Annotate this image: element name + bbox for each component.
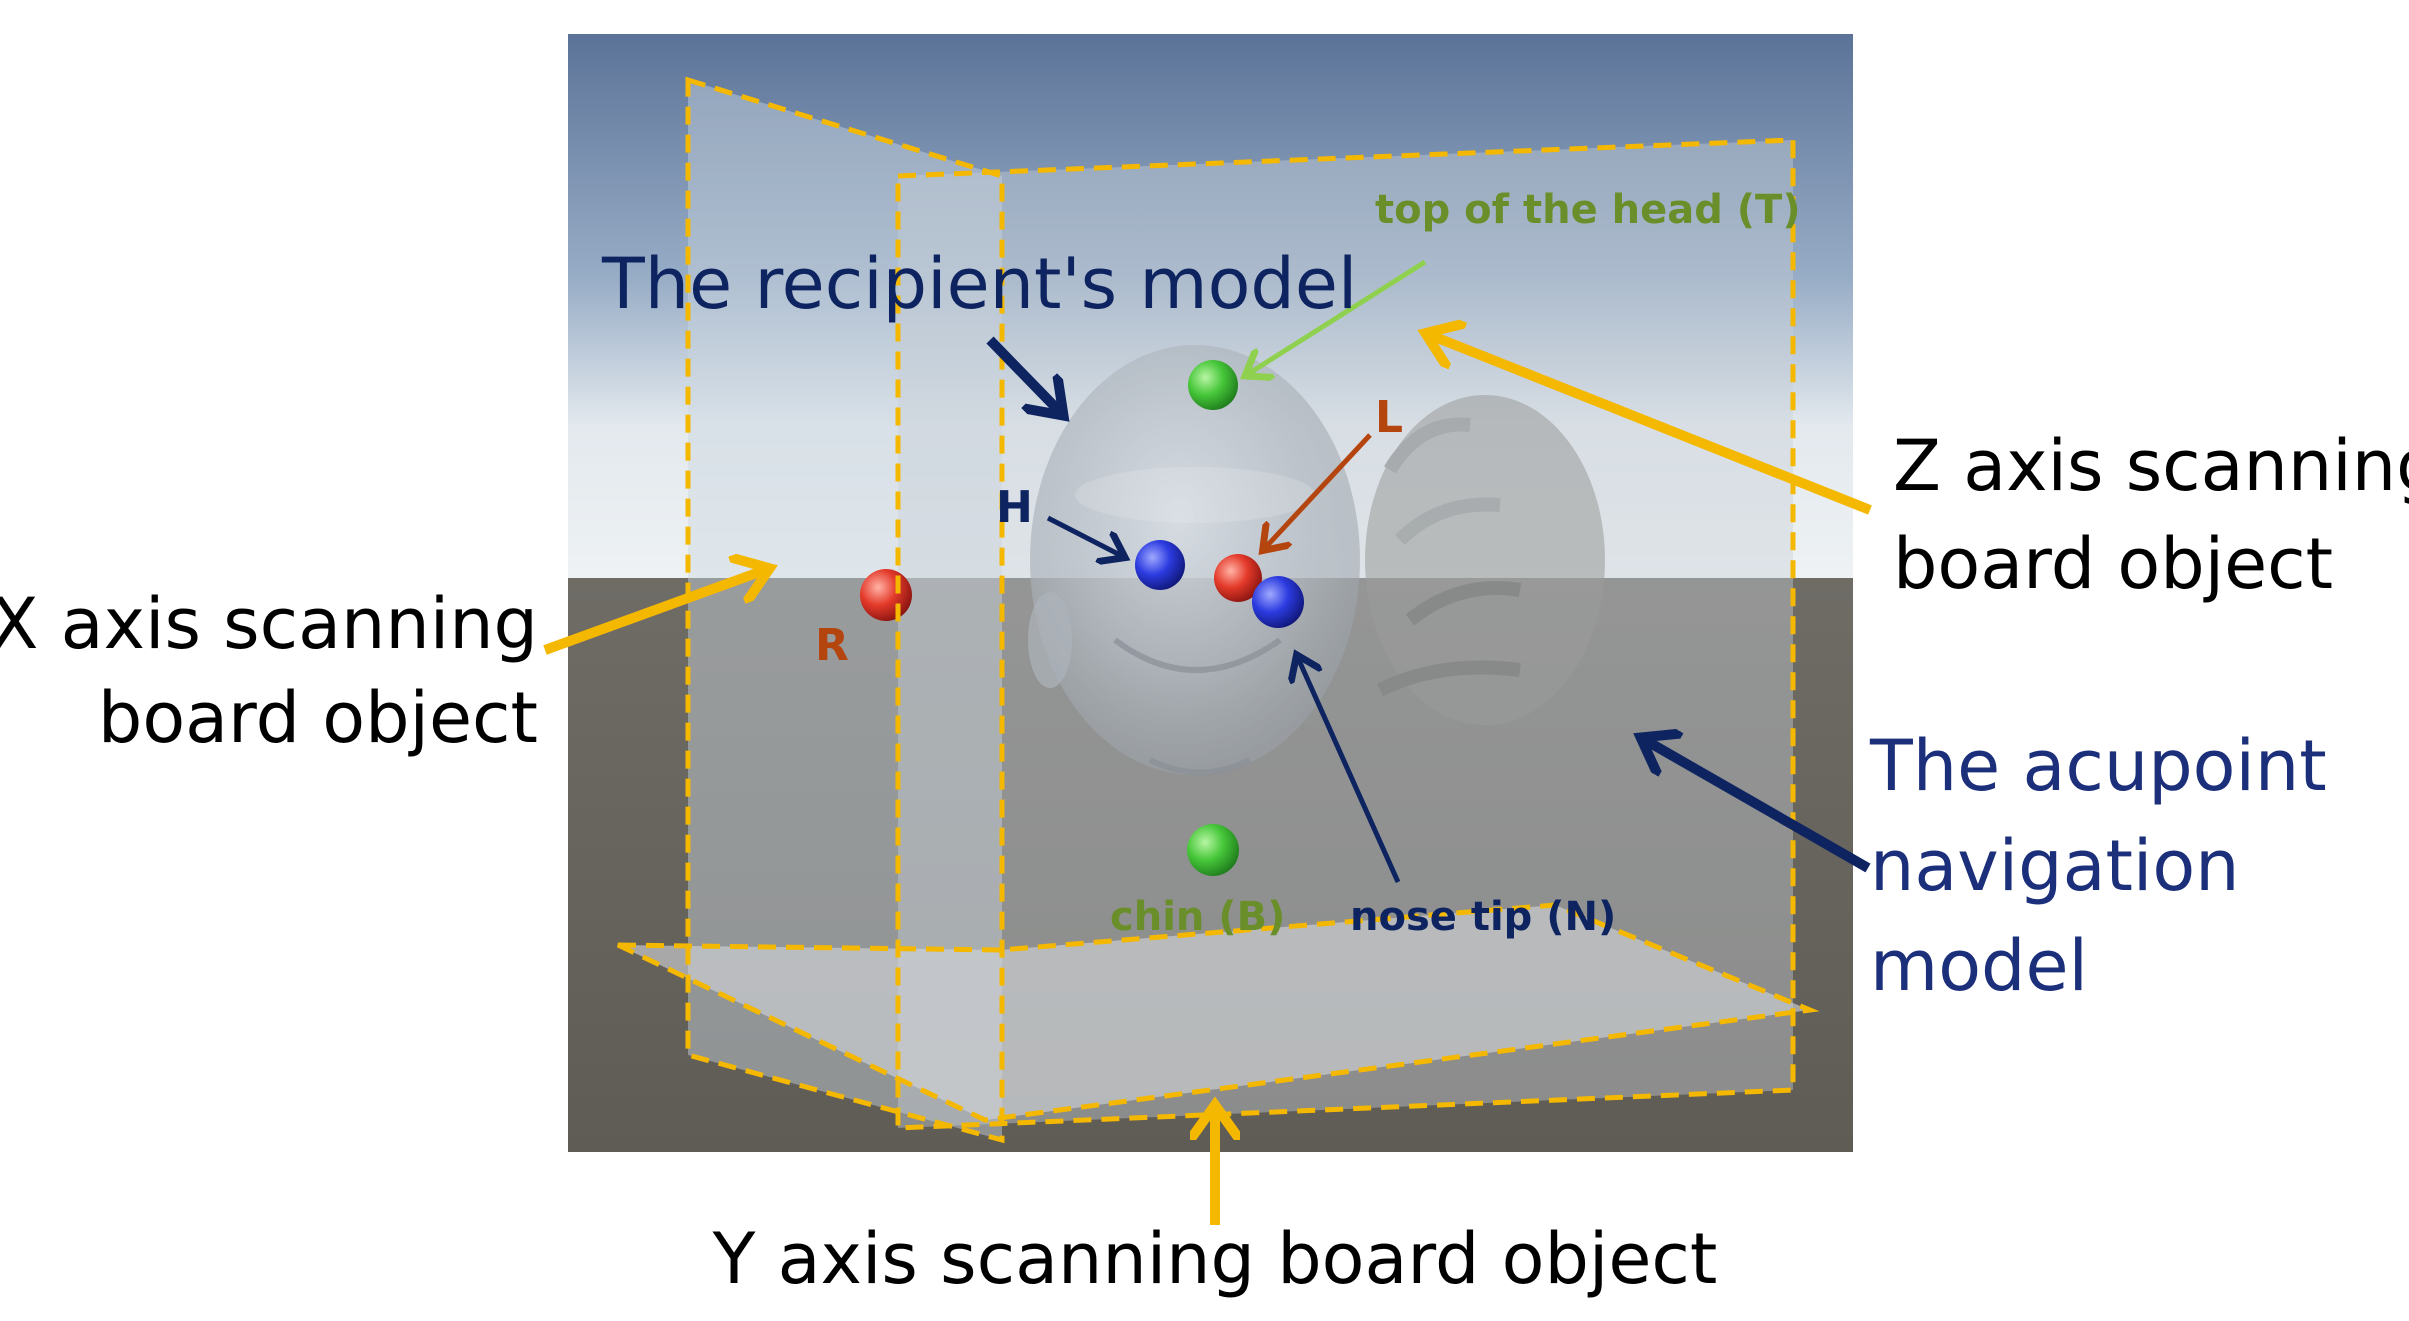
top-of-head-label: top of the head (T) — [1375, 187, 1801, 233]
chin-label: chin (B) — [1110, 894, 1285, 940]
scene-viewport — [568, 34, 1853, 1152]
recipient-model-arrow — [986, 336, 1060, 412]
y-axis-board-outline — [616, 902, 1820, 1123]
top-of-head-arrow — [1248, 259, 1427, 374]
acupoint-model-label-line2: navigation — [1870, 825, 2240, 907]
marker-top-sphere — [1188, 360, 1238, 410]
z-axis-board-outline — [895, 137, 1796, 1131]
x-board-label-line2: board object — [98, 677, 538, 759]
x-axis-board-outline — [685, 76, 1005, 1144]
z-board-label-line1: Z axis scanning — [1893, 425, 2409, 507]
marker-chin-sphere — [1187, 824, 1239, 876]
marker-r-sphere — [860, 569, 912, 621]
marker-h-arrow — [1046, 515, 1122, 556]
acupoint-model-label-line1: The acupoint — [1869, 725, 2327, 807]
marker-l-arrow — [1265, 433, 1372, 548]
marker-l-sphere — [1214, 554, 1262, 602]
recipient-model-label: The recipient's model — [601, 243, 1357, 325]
x-axis-board-surface — [688, 80, 1002, 1140]
acupoint-navigation-head — [1365, 395, 1605, 725]
y-axis-board-surface — [618, 905, 1810, 1120]
marker-h-sphere — [1135, 540, 1185, 590]
z-board-arrow — [1430, 335, 1872, 515]
marker-r-label: R — [815, 620, 849, 671]
z-board-label-line2: board object — [1893, 523, 2333, 605]
x-board-label-line1: X axis scanning — [0, 583, 538, 665]
x-board-arrow — [543, 570, 765, 655]
marker-n-sphere — [1252, 576, 1304, 628]
recipient-head-model — [1028, 345, 1360, 776]
nose-tip-label: nose tip (N) — [1350, 894, 1616, 940]
marker-h-label: H — [996, 482, 1033, 533]
nose-tip-arrow — [1298, 658, 1401, 884]
marker-l-label: L — [1375, 392, 1403, 443]
acupoint-model-label-line3: model — [1870, 925, 2088, 1007]
y-board-label: Y axis scanning board object — [712, 1218, 1718, 1300]
acupoint-model-arrow — [1645, 740, 1871, 873]
